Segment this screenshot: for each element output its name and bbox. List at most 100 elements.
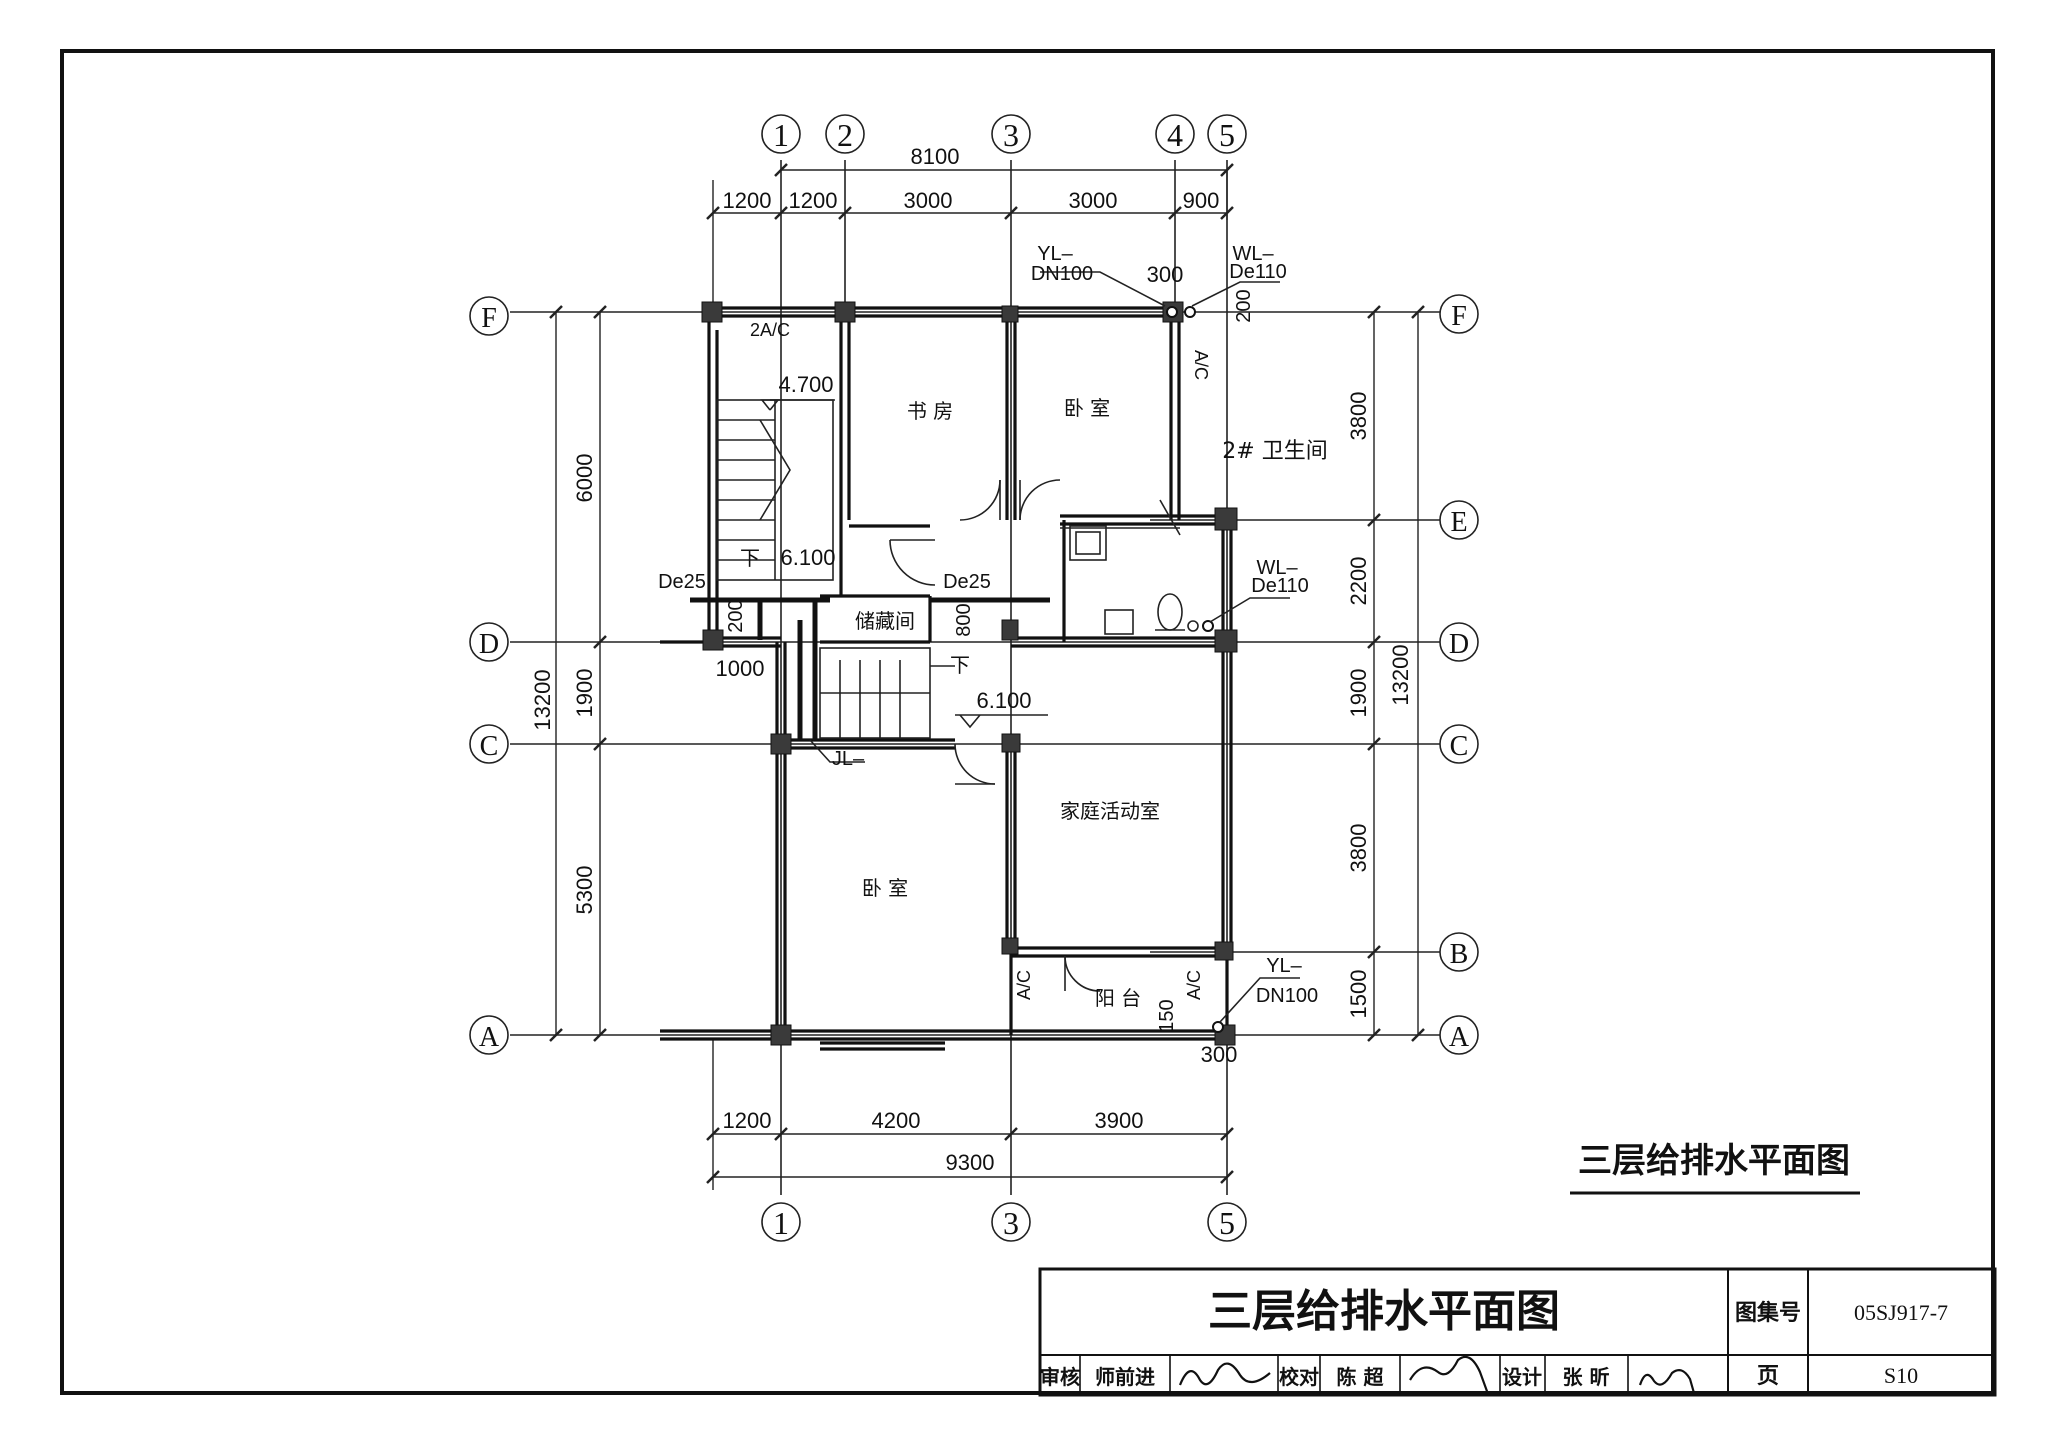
- svg-text:A: A: [479, 1022, 500, 1053]
- annotations: 2A/C A/C A/C A/C 4.700 6.100 6.100 下 下 Y…: [658, 243, 1318, 1007]
- structural-columns: [701, 301, 1238, 1046]
- svg-text:1: 1: [773, 117, 789, 153]
- yl-top-label: YL–: [1037, 243, 1073, 265]
- jl-label: JL–: [832, 748, 865, 770]
- axis-bubble-top-3: 3: [991, 114, 1031, 154]
- dim-right-total: 13200: [1388, 644, 1413, 705]
- dim-left-seg-3: 5300: [572, 866, 597, 915]
- basin-fixture: [1104, 609, 1134, 635]
- toilet-fixture: [1157, 593, 1183, 631]
- dim-misc-150: 150: [1156, 999, 1178, 1032]
- ac-balcony-right: A/C: [1184, 970, 1204, 1000]
- axis-bubble-left-A: A: [469, 1015, 509, 1055]
- axis-bubble-top-5: 5: [1207, 114, 1247, 154]
- svg-text:E: E: [1450, 507, 1467, 538]
- bathroom-fixtures: [1069, 525, 1199, 635]
- svg-text:F: F: [481, 303, 497, 334]
- dim-right-seg-2: 2200: [1346, 557, 1371, 606]
- stair-lower: [819, 647, 955, 739]
- axis-bubble-right-C: C: [1439, 724, 1479, 764]
- reviewer-name: 师前进: [1095, 1365, 1155, 1389]
- dim-top-seg-1: 1200: [723, 188, 772, 213]
- leader-lines: [809, 271, 1300, 1023]
- svg-text:5: 5: [1219, 117, 1235, 153]
- down-label-lower: 下: [950, 653, 970, 677]
- title-block: 三层给排水平面图 图集号 05SJ917-7 页 S10 审核 师前进 校对 陈…: [1038, 1267, 1997, 1397]
- dim-bottom-seg-2: 4200: [872, 1108, 921, 1133]
- level-6100-stair: 6.100: [780, 545, 835, 570]
- dim-misc-200-mid: 200: [725, 599, 747, 632]
- down-label-upper: 下: [740, 546, 760, 570]
- dim-top-seg-3: 3000: [904, 188, 953, 213]
- reviewer-signature: [1178, 1362, 1271, 1386]
- axis-bubble-right-A: A: [1439, 1015, 1479, 1055]
- dim-bottom-seg-3: 3900: [1095, 1108, 1144, 1133]
- room-bathroom: 2# 卫生间: [1222, 439, 1327, 464]
- review-label: 审核: [1040, 1365, 1080, 1389]
- svg-text:C: C: [480, 731, 499, 762]
- yl-bottom-label: YL–: [1266, 955, 1302, 977]
- yl-top-size: DN100: [1031, 263, 1093, 285]
- axis-bubble-left-C: C: [469, 724, 509, 764]
- svg-text:2: 2: [837, 117, 853, 153]
- ac-balcony-left: A/C: [1014, 970, 1034, 1000]
- svg-text:5: 5: [1219, 1205, 1235, 1241]
- de25-left-label: De25: [658, 571, 706, 593]
- design-label: 设计: [1502, 1365, 1542, 1389]
- title-block-main: 三层给排水平面图: [1208, 1286, 1560, 1337]
- check-label: 校对: [1279, 1365, 1319, 1389]
- dim-left-seg-1: 6000: [572, 454, 597, 503]
- level-markers: [760, 399, 1048, 729]
- axis-bubble-bottom-3: 3: [991, 1202, 1031, 1242]
- designer-name: 张 昕: [1563, 1365, 1610, 1389]
- svg-text:B: B: [1450, 939, 1469, 970]
- page-number: S10: [1884, 1363, 1918, 1388]
- dim-misc-300-top: 300: [1147, 262, 1184, 287]
- svg-text:D: D: [1449, 629, 1469, 660]
- axis-bubble-top-4: 4: [1155, 114, 1195, 154]
- axis-bubble-right-F: F: [1439, 294, 1479, 334]
- axis-bubbles: 1 2 3 4 5 1 3 5 F D C A F E D C B A: [469, 114, 1479, 1242]
- dim-top-seg-4: 3000: [1069, 188, 1118, 213]
- yl-bottom-size: DN100: [1256, 985, 1318, 1007]
- level-6100-floor: 6.100: [976, 688, 1031, 713]
- dim-left-seg-2: 1900: [572, 669, 597, 718]
- axis-bubble-bottom-5: 5: [1207, 1202, 1247, 1242]
- wl-top-size: De110: [1229, 261, 1286, 283]
- room-family: 家庭活动室: [1060, 799, 1160, 823]
- svg-text:3: 3: [1003, 1205, 1019, 1241]
- checker-name: 陈 超: [1337, 1365, 1385, 1389]
- dim-left-total: 13200: [530, 669, 555, 730]
- atlas-label: 图集号: [1735, 1300, 1801, 1326]
- axis-bubble-left-D: D: [469, 622, 509, 662]
- svg-text:C: C: [1450, 731, 1469, 762]
- dim-misc-800: 800: [953, 603, 975, 636]
- dim-bottom-seg-1: 1200: [723, 1108, 772, 1133]
- doors: [889, 479, 1101, 992]
- wl-mid-size: De110: [1251, 575, 1308, 597]
- level-4700: 4.700: [778, 372, 833, 397]
- stair-upper: [716, 399, 834, 581]
- dim-top-seg-5: 900: [1183, 188, 1220, 213]
- plan-title: 三层给排水平面图: [1578, 1141, 1850, 1181]
- sink-fixture: [1069, 525, 1107, 561]
- room-storage: 储藏间: [855, 609, 915, 633]
- ac-top-label: 2A/C: [750, 320, 790, 340]
- drawing-frame: [60, 49, 1995, 1395]
- dim-misc-300-bottom: 300: [1201, 1042, 1238, 1067]
- de25-right-label: De25: [943, 571, 991, 593]
- svg-text:1: 1: [773, 1205, 789, 1241]
- dim-top-seg-2: 1200: [789, 188, 838, 213]
- atlas-number: 05SJ917-7: [1854, 1300, 1948, 1325]
- axis-bubble-right-E: E: [1439, 500, 1479, 540]
- page-label: 页: [1757, 1364, 1779, 1389]
- dim-right-seg-4: 3800: [1346, 824, 1371, 873]
- svg-text:F: F: [1451, 301, 1467, 332]
- checker-signature: [1409, 1355, 1490, 1395]
- dim-misc-1000: 1000: [716, 656, 765, 681]
- dim-bottom-total: 9300: [946, 1150, 995, 1175]
- room-bedroom-south: 卧 室: [862, 876, 908, 900]
- designer-signature: [1638, 1369, 1696, 1394]
- svg-text:A: A: [1449, 1022, 1470, 1053]
